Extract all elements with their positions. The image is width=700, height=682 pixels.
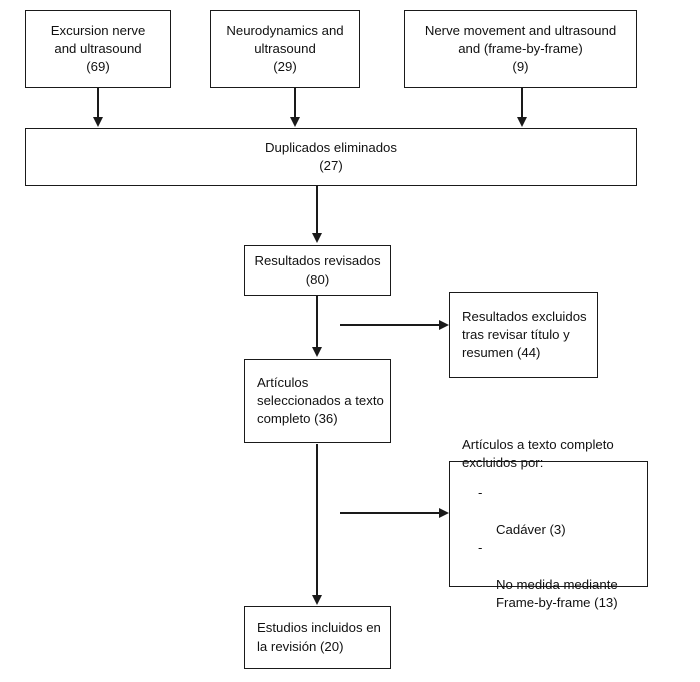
source-box-nerve-movement: Nerve movement and ultrasound and (frame… bbox=[404, 10, 637, 88]
fulltext-count: completo (36) bbox=[257, 411, 338, 427]
source-line: Neurodynamics and bbox=[226, 22, 344, 38]
fulltext-excluded-heading: Artículos a texto completo bbox=[462, 437, 614, 453]
source-line: ultrasound bbox=[254, 40, 316, 56]
fulltext-line: seleccionados a texto bbox=[257, 392, 384, 408]
source-count: (29) bbox=[273, 59, 297, 75]
studies-included-box: Estudios incluidos en la revisión (20) bbox=[244, 606, 391, 669]
exclusion-reason-item: - Cadáver (3) bbox=[462, 484, 618, 539]
arrowhead-included bbox=[311, 595, 322, 605]
source-line: Excursion nerve bbox=[50, 22, 146, 38]
connector-screened-to-fulltext bbox=[316, 296, 318, 348]
excluded-count: resumen (44) bbox=[462, 345, 541, 361]
fulltext-line: Artículos bbox=[257, 374, 309, 390]
source-line: and ultrasound bbox=[54, 40, 142, 56]
arrowhead-source1 bbox=[92, 117, 103, 127]
excluded-line: tras revisar título y bbox=[462, 326, 570, 342]
exclusion-reason-list: - Cadáver (3) - No medida mediante Frame… bbox=[462, 484, 618, 612]
source-box-neurodynamics: Neurodynamics and ultrasound (29) bbox=[210, 10, 360, 88]
connector-duplicates-to-screened bbox=[316, 186, 318, 234]
fulltext-excluded-box: Artículos a texto completo excluidos por… bbox=[449, 437, 648, 610]
screened-label: Resultados revisados bbox=[254, 253, 381, 269]
records-screened-box: Resultados revisados (80) bbox=[244, 245, 391, 296]
source-box-excursion: Excursion nerve and ultrasound (69) bbox=[25, 10, 171, 88]
exclusion-reason-item: - No medida mediante Frame-by-frame (13) bbox=[462, 539, 618, 612]
source-line: Nerve movement and ultrasound bbox=[424, 22, 617, 38]
fulltext-excluded-heading: excluidos por: bbox=[462, 455, 544, 471]
connector-screened-to-excluded bbox=[340, 324, 440, 326]
source-count: (69) bbox=[86, 59, 110, 75]
arrowhead-fulltext bbox=[311, 347, 322, 357]
exclusion-reason-label: Cadáver (3) bbox=[496, 521, 566, 537]
connector-fulltext-to-included bbox=[316, 444, 318, 596]
connector-source1-to-duplicates bbox=[97, 88, 99, 118]
included-line: Estudios incluidos en bbox=[257, 620, 381, 636]
exclusion-reason-label: No medida mediante Frame-by-frame (13) bbox=[496, 576, 618, 610]
included-count: la revisión (20) bbox=[257, 638, 344, 654]
duplicates-count: (27) bbox=[319, 158, 343, 173]
duplicates-label: Duplicados eliminados bbox=[265, 139, 397, 155]
arrowhead-screened bbox=[311, 233, 322, 243]
arrowhead-source3 bbox=[516, 117, 527, 127]
bullet-dash: - bbox=[478, 485, 483, 501]
arrowhead-fulltext-excluded bbox=[439, 507, 449, 518]
spacer bbox=[462, 472, 618, 484]
source-count: (9) bbox=[512, 59, 529, 75]
connector-source2-to-duplicates bbox=[294, 88, 296, 118]
excluded-line: Resultados excluidos bbox=[462, 308, 587, 324]
source-line: and (frame-by-frame) bbox=[458, 40, 583, 56]
arrowhead-source2 bbox=[289, 117, 300, 127]
bullet-dash: - bbox=[478, 540, 483, 556]
connector-fulltext-to-excluded bbox=[340, 512, 440, 514]
connector-source3-to-duplicates bbox=[521, 88, 523, 118]
screened-count: (80) bbox=[305, 271, 330, 287]
duplicates-removed-box: Duplicados eliminados (27) bbox=[25, 128, 637, 186]
fulltext-assessed-box: Artículos seleccionados a texto completo… bbox=[244, 359, 391, 443]
records-excluded-box: Resultados excluidos tras revisar título… bbox=[449, 292, 598, 378]
arrowhead-screening-excluded bbox=[439, 319, 449, 330]
